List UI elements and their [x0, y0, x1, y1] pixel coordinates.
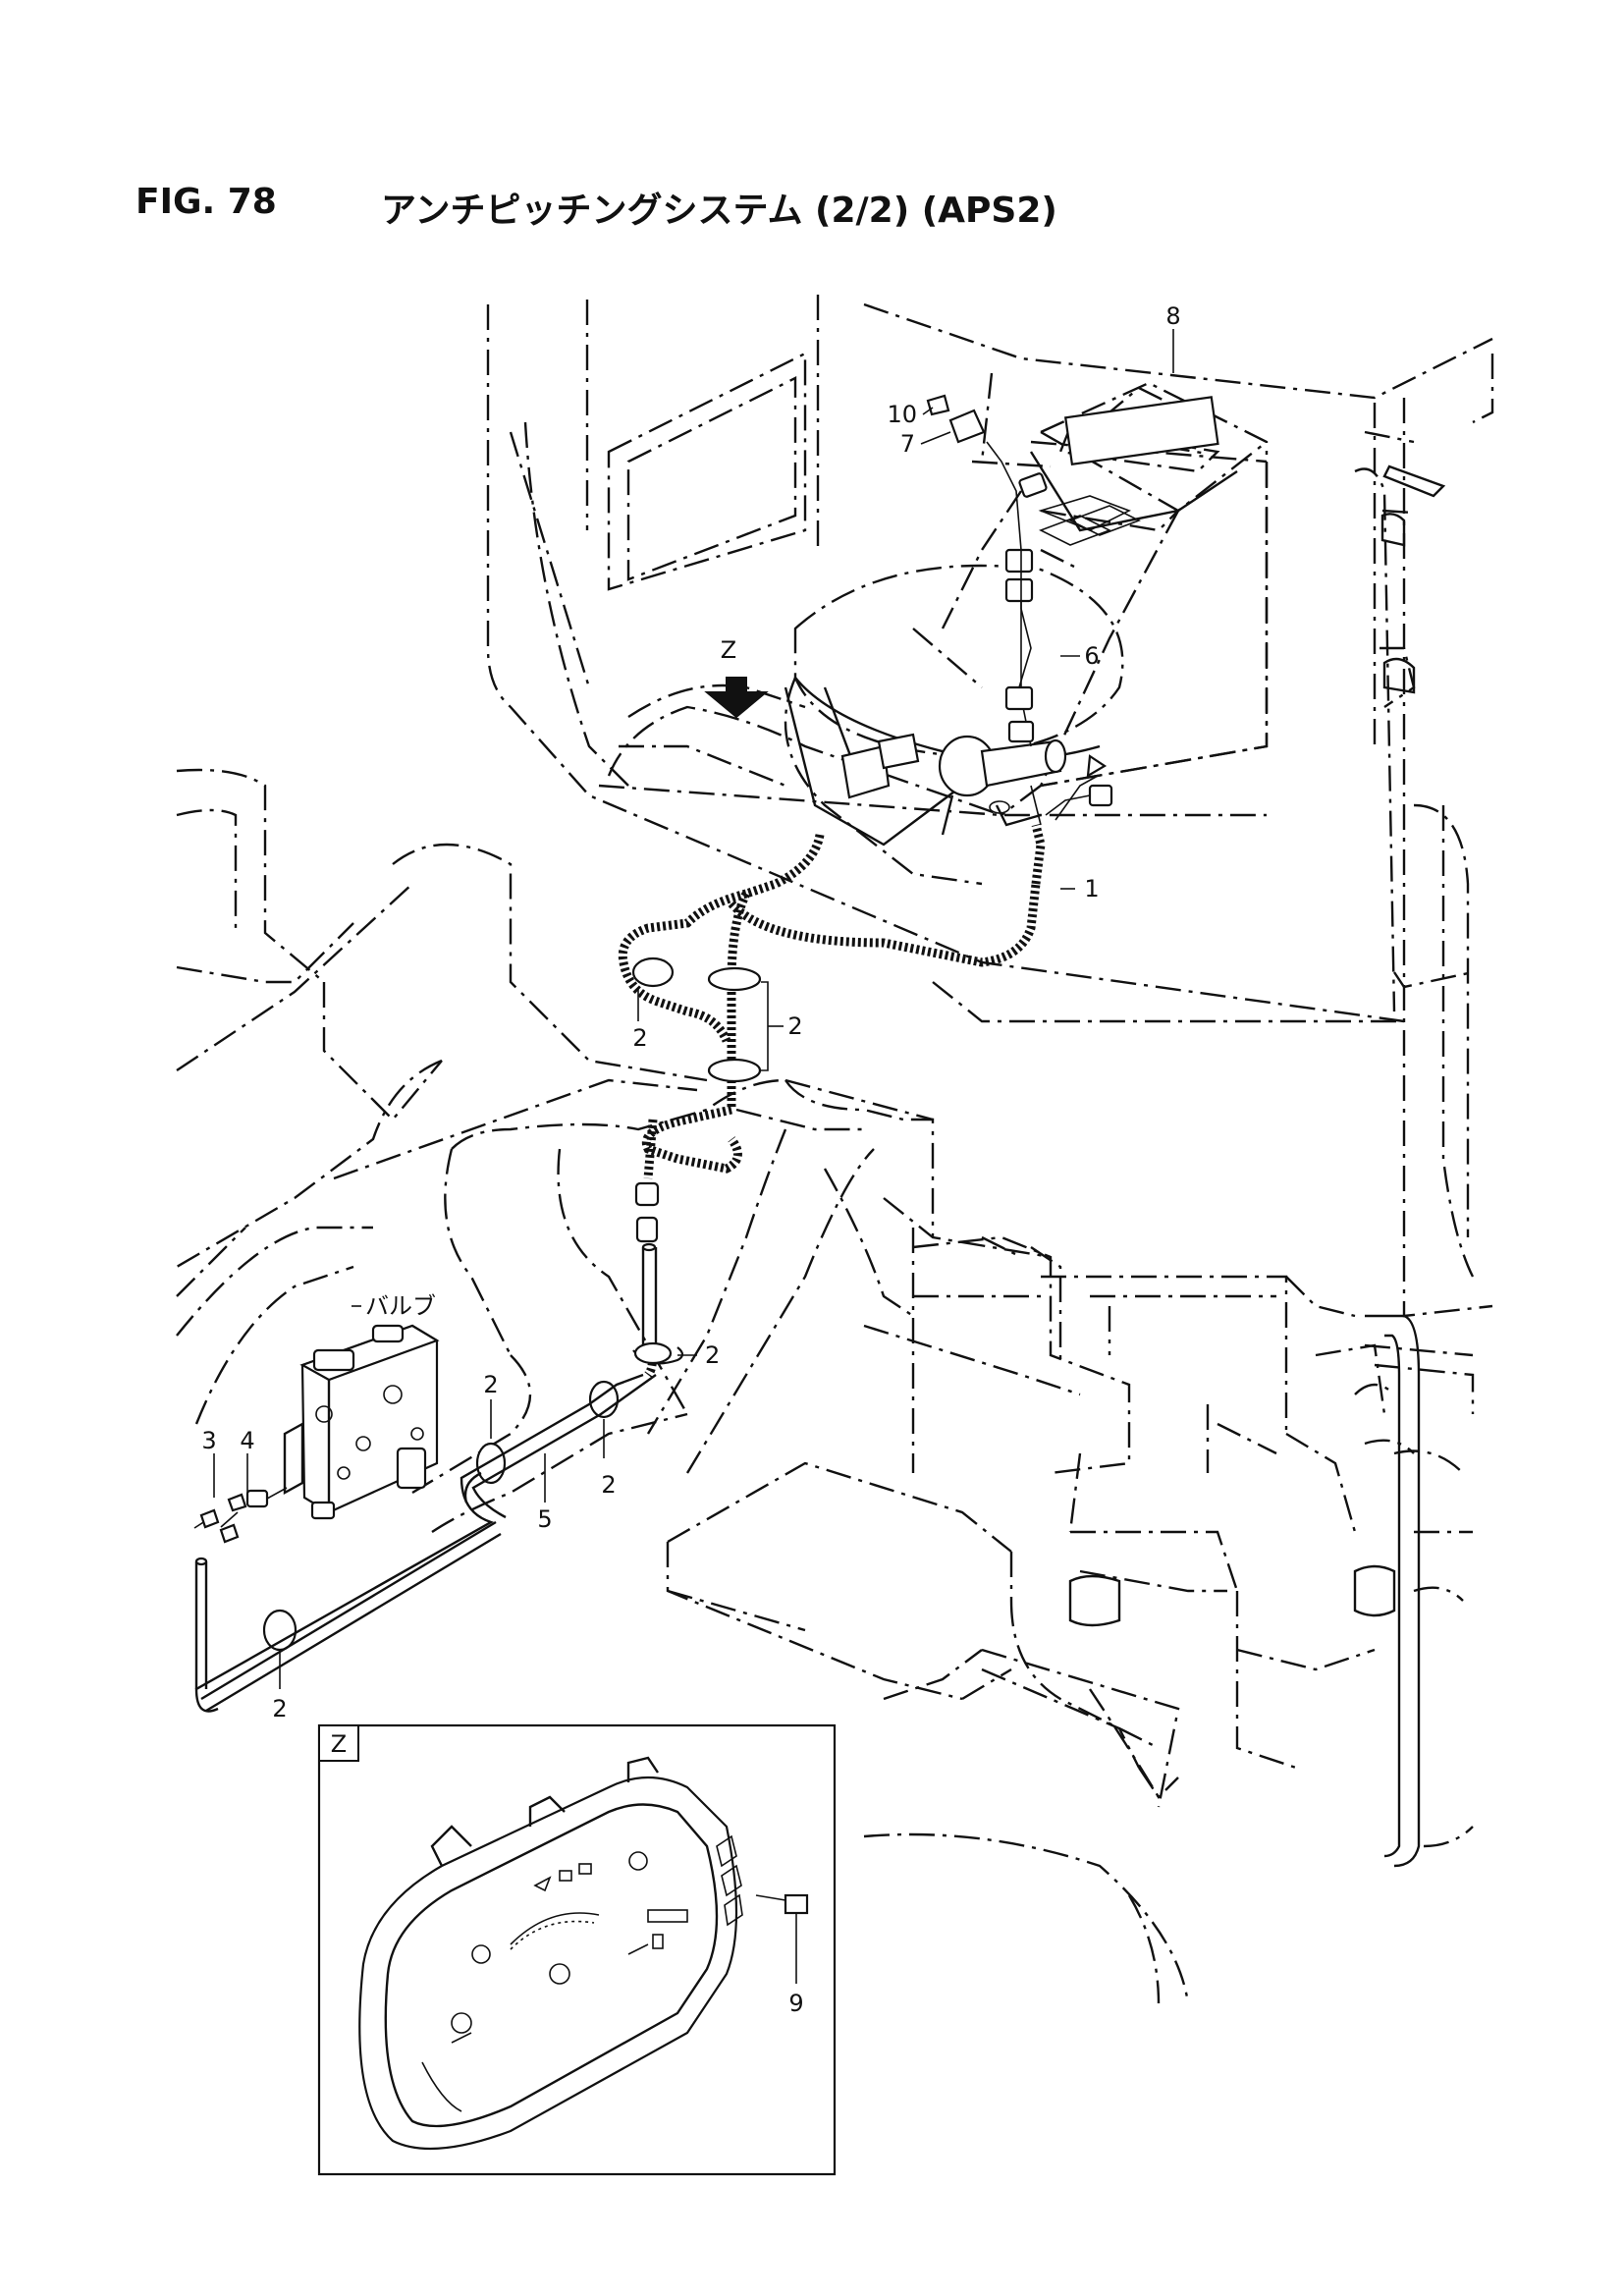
- callout-4: 4: [240, 1427, 254, 1454]
- view-arrow-label: Z: [721, 636, 736, 664]
- callout-5: 5: [537, 1505, 552, 1533]
- leader-lines: [213, 329, 1174, 1689]
- callout-3: 3: [201, 1427, 216, 1454]
- valve-label: バルブ: [365, 1292, 436, 1320]
- callout-2-pipe-left: 2: [483, 1371, 498, 1398]
- callout-2-bottom: 2: [272, 1695, 287, 1722]
- callout-2-center: 2: [705, 1341, 720, 1369]
- valve-block: [193, 1324, 440, 1544]
- callout-labels: 8 10 7 6 1 2 2 2 2 2 2 5 3 4 9 バルブ 2: [201, 302, 1180, 2017]
- figure-title: アンチピッチングシステム (2/2) (APS2): [381, 191, 1057, 231]
- figure-number: FIG. 78: [135, 182, 277, 222]
- callout-9: 9: [788, 1990, 803, 2017]
- machine-frame: [176, 768, 1475, 2004]
- callout-1: 1: [1084, 875, 1099, 902]
- callout-6: 6: [1084, 642, 1099, 670]
- callout-8: 8: [1165, 302, 1180, 330]
- control-console: [912, 372, 1269, 788]
- pipe-line: [194, 1373, 657, 1713]
- callout-10: 10: [887, 401, 917, 428]
- callout-2-clamp-pair: 2: [787, 1012, 802, 1040]
- callout-2-pipe-right: 2: [601, 1471, 616, 1499]
- callout-7: 7: [900, 430, 915, 458]
- clamps: [262, 957, 762, 1652]
- callout-2-left: 2: [632, 1024, 647, 1052]
- inset-view-z: Z: [317, 1723, 837, 2176]
- connector-group: [926, 394, 1113, 807]
- operator-seat: [619, 564, 1124, 886]
- inset-tag: Z: [331, 1730, 347, 1758]
- view-arrow-z: Z: [704, 636, 769, 719]
